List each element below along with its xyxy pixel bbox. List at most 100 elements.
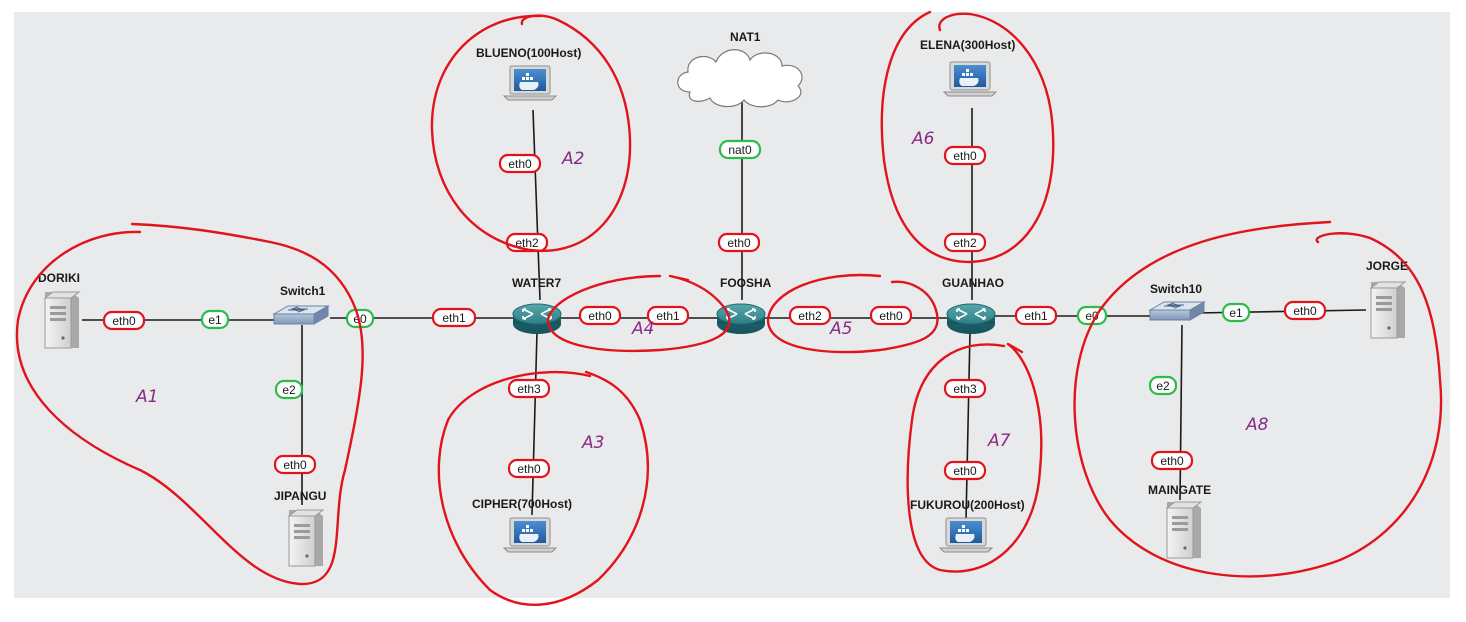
area-outline-a1	[15, 222, 364, 586]
svg-text:eth1: eth1	[1024, 309, 1048, 323]
svg-text:eth0: eth0	[283, 458, 307, 472]
router-icon	[946, 303, 996, 335]
interface-label[interactable]: e2	[1148, 375, 1178, 396]
server-icon	[44, 291, 80, 349]
node-doriki[interactable]: DORIKI	[38, 271, 80, 349]
svg-text:eth3: eth3	[517, 382, 541, 396]
area-outline-a2	[430, 14, 632, 253]
interface-label[interactable]: e0	[345, 308, 375, 329]
area-outline-a5	[766, 273, 939, 354]
server-icon	[1166, 501, 1202, 559]
area-outline-a3	[437, 370, 649, 606]
area-label-a2: A2	[561, 149, 584, 169]
interface-label[interactable]: eth3	[507, 378, 551, 399]
node-water7[interactable]: WATER7	[512, 276, 562, 335]
svg-text:eth0: eth0	[112, 314, 136, 328]
interface-labels: eth0 e1 e0 e2 eth0 eth1 eth0 eth2 eth3 e…	[102, 139, 1327, 481]
node-cipher[interactable]: CIPHER(700Host)	[472, 497, 572, 553]
interface-label[interactable]: eth0	[1150, 450, 1194, 471]
area-outline-a7	[906, 342, 1043, 573]
area-outline-a6	[880, 10, 1055, 264]
node-fukurou[interactable]: FUKUROU(200Host)	[910, 498, 1025, 553]
interface-label[interactable]: eth0	[273, 454, 317, 475]
node-label-switch1: Switch1	[280, 284, 326, 298]
svg-text:eth0: eth0	[517, 462, 541, 476]
svg-text:eth1: eth1	[656, 309, 680, 323]
link-switch10-maingate[interactable]	[1179, 324, 1183, 501]
node-label-guanhao: GUANHAO	[942, 276, 1004, 290]
interface-label[interactable]: eth0	[869, 305, 913, 326]
interface-label[interactable]: eth0	[717, 232, 761, 253]
svg-text:e1: e1	[208, 313, 222, 327]
svg-text:eth1: eth1	[442, 311, 466, 325]
node-label-fukurou: FUKUROU(200Host)	[910, 498, 1025, 512]
area-label-a5: A5	[829, 319, 852, 339]
interface-label[interactable]: nat0	[718, 139, 762, 160]
interface-label[interactable]: eth2	[943, 232, 987, 253]
interface-label[interactable]: e1	[200, 309, 230, 330]
link-guanhao-fukurou[interactable]	[965, 331, 971, 521]
area-outline-a8	[1073, 220, 1443, 578]
node-label-foosha: FOOSHA	[720, 276, 772, 290]
svg-text:eth0: eth0	[879, 309, 903, 323]
interface-label[interactable]: eth0	[1283, 300, 1327, 321]
node-label-cipher: CIPHER(700Host)	[472, 497, 572, 511]
node-switch1[interactable]: Switch1	[273, 284, 329, 325]
interface-label[interactable]: eth1	[1014, 305, 1058, 326]
svg-text:eth2: eth2	[953, 236, 977, 250]
interface-label[interactable]: e1	[1221, 302, 1251, 323]
interface-label[interactable]: eth0	[578, 305, 622, 326]
server-icon	[1370, 281, 1406, 339]
node-label-water7: WATER7	[512, 276, 561, 290]
area-label-a4: A4	[631, 319, 654, 339]
interface-label[interactable]: eth0	[943, 460, 987, 481]
svg-text:eth0: eth0	[588, 309, 612, 323]
svg-text:eth0: eth0	[953, 149, 977, 163]
interface-label[interactable]: eth1	[646, 305, 690, 326]
node-guanhao[interactable]: GUANHAO	[942, 276, 1004, 335]
interface-label[interactable]: eth0	[498, 153, 542, 174]
svg-text:e1: e1	[1229, 306, 1243, 320]
svg-text:e2: e2	[282, 383, 296, 397]
svg-text:nat0: nat0	[728, 143, 752, 157]
node-label-blueno: BLUENO(100Host)	[476, 46, 581, 60]
node-switch10[interactable]: Switch10	[1149, 282, 1205, 321]
node-jorge[interactable]: JORGE	[1366, 259, 1408, 339]
node-label-jipangu: JIPANGU	[274, 489, 326, 503]
svg-text:eth0: eth0	[953, 464, 977, 478]
svg-text:e2: e2	[1156, 379, 1170, 393]
area-label-a3: A3	[581, 433, 604, 453]
node-maingate[interactable]: MAINGATE	[1148, 483, 1211, 559]
svg-text:eth2: eth2	[798, 309, 822, 323]
interface-label[interactable]: eth0	[943, 145, 987, 166]
svg-text:eth0: eth0	[1160, 454, 1184, 468]
interface-label[interactable]: eth1	[431, 307, 477, 328]
node-blueno[interactable]: BLUENO(100Host)	[476, 46, 581, 101]
link-water7-cipher[interactable]	[531, 331, 538, 516]
area-annotations: A1 A2 A3 A4 A5 A6 A7 A8	[15, 10, 1443, 606]
node-elena[interactable]: ELENA(300Host)	[920, 38, 1015, 97]
svg-text:eth0: eth0	[1293, 304, 1317, 318]
area-label-a6: A6	[911, 129, 935, 149]
interface-label[interactable]: eth0	[507, 458, 551, 479]
interface-label[interactable]: eth3	[943, 378, 987, 399]
area-label-a7: A7	[987, 431, 1011, 451]
svg-text:eth2: eth2	[515, 236, 539, 250]
server-icon	[288, 509, 324, 567]
interface-label[interactable]: eth2	[788, 305, 832, 326]
node-jipangu[interactable]: JIPANGU	[274, 489, 326, 567]
svg-text:eth0: eth0	[508, 157, 532, 171]
nodes: DORIKI Switch1 JIPANGU WATER7 BLUENO(100…	[38, 30, 1408, 567]
interface-label[interactable]: eth0	[102, 310, 146, 331]
interface-label[interactable]: eth2	[505, 232, 549, 253]
node-label-maingate: MAINGATE	[1148, 483, 1211, 497]
node-label-switch10: Switch10	[1150, 282, 1202, 296]
link-water7-blueno[interactable]	[532, 109, 541, 301]
node-label-elena: ELENA(300Host)	[920, 38, 1015, 52]
node-foosha[interactable]: FOOSHA	[716, 276, 772, 335]
node-label-doriki: DORIKI	[38, 271, 80, 285]
node-label-nat1: NAT1	[730, 30, 761, 44]
node-nat1[interactable]: NAT1	[677, 30, 803, 108]
interface-label[interactable]: e2	[274, 379, 304, 400]
